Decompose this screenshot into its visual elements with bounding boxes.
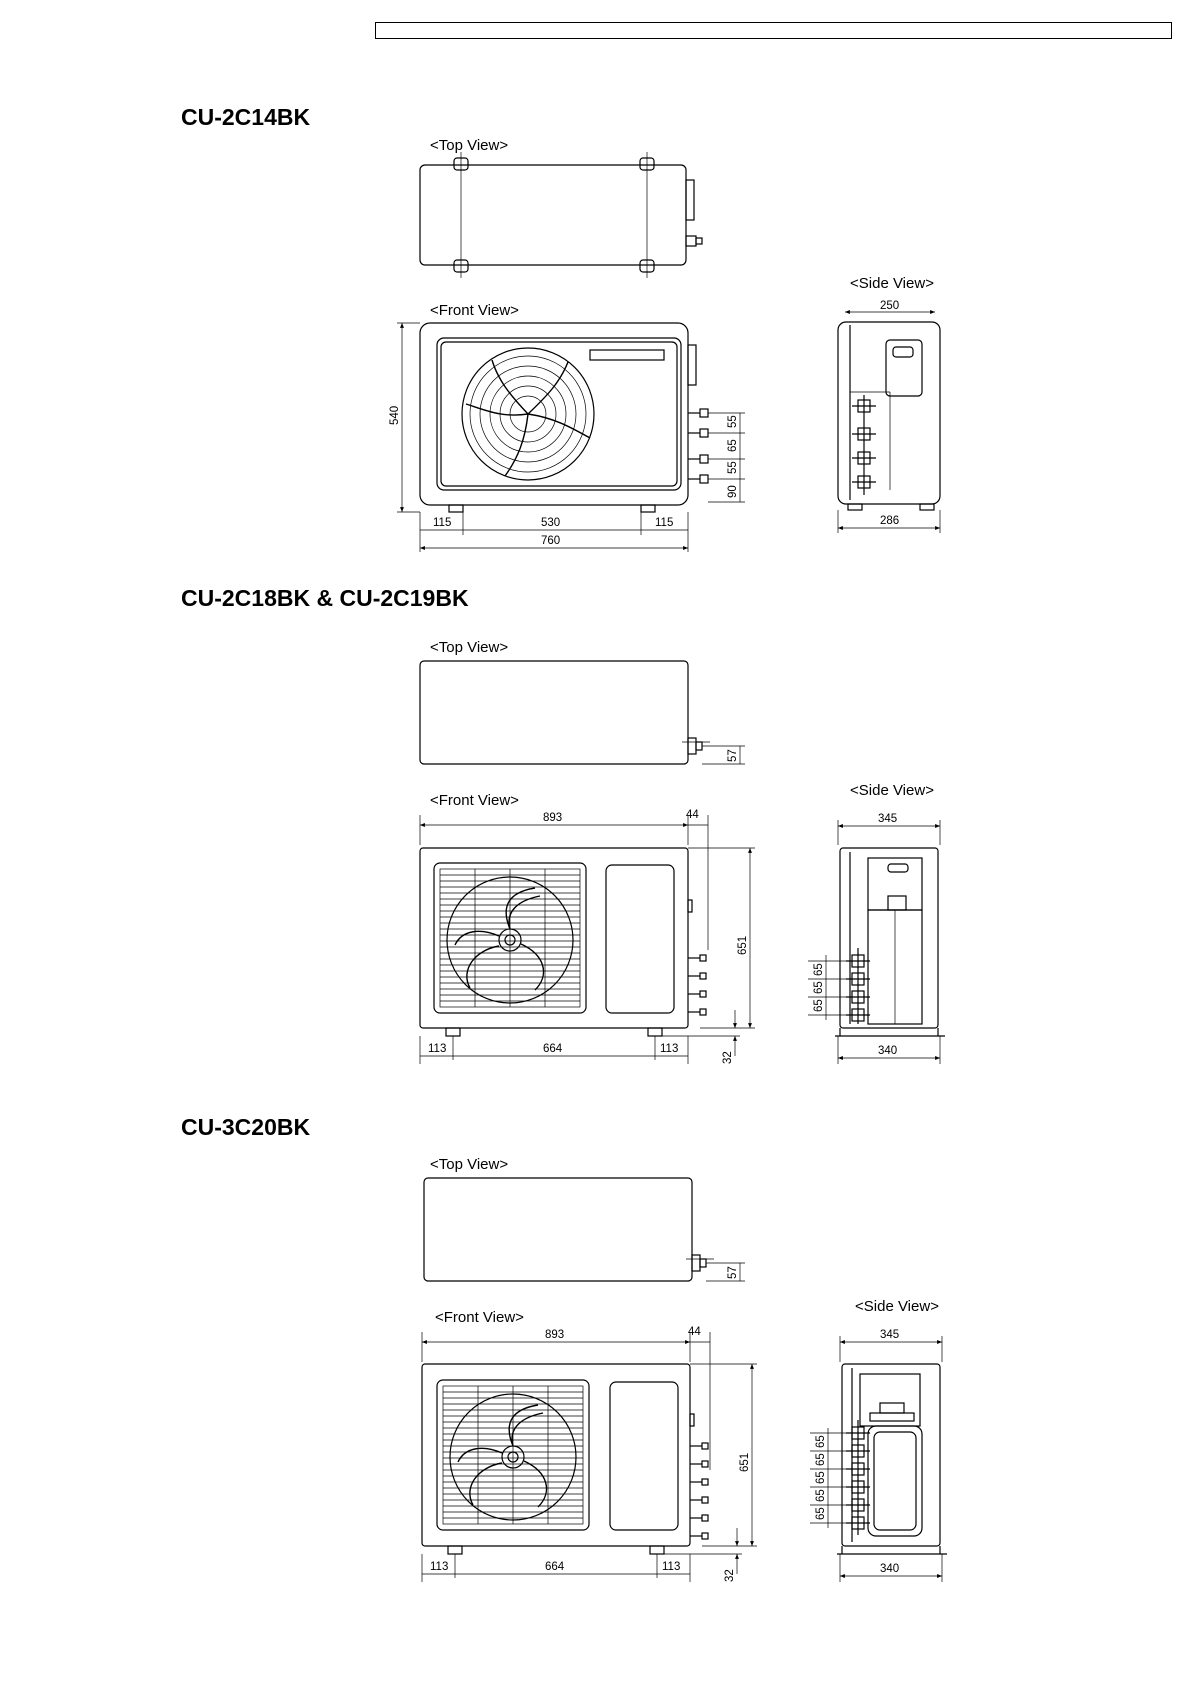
dim-side-pipe-2: 65 [815, 1453, 827, 1466]
dim-bottom-right: 113 [660, 1043, 678, 1055]
dim-side-pipe-3: 65 [815, 1471, 827, 1484]
side-view-label: <Side View> [850, 275, 934, 292]
dim-bottom-mid: 664 [543, 1043, 563, 1055]
dim-side-pipe-1: 65 [815, 1435, 827, 1448]
dim-pipe-3: 55 [727, 461, 739, 474]
dim-width: 893 [545, 1329, 564, 1341]
side-view-drawing: 250 286 [838, 300, 940, 533]
dim-pipe-4: 90 [727, 485, 739, 498]
fan-grille [443, 1386, 583, 1524]
side-view-label: <Side View> [855, 1298, 939, 1315]
dim-top-right: 57 [727, 749, 739, 762]
top-view-label: <Top View> [430, 1156, 508, 1173]
dim-foot: 32 [722, 1051, 734, 1064]
dim-width: 893 [543, 812, 562, 824]
dim-side-pipe-1: 65 [813, 963, 825, 976]
dim-pipe-1: 55 [727, 415, 739, 428]
dim-bottom-mid: 530 [541, 517, 560, 529]
section-cu-3c20bk: <Top View> 57 <Front View> 893 44 [422, 1156, 947, 1582]
dim-side-bottom: 340 [880, 1563, 899, 1575]
front-view-label: <Front View> [430, 792, 519, 809]
front-view-label: <Front View> [435, 1309, 524, 1326]
dim-height: 651 [739, 1453, 751, 1472]
top-view-label: <Top View> [430, 137, 508, 154]
front-view-drawing: 893 44 [420, 809, 755, 1064]
top-view-drawing [420, 152, 702, 278]
front-view-label: <Front View> [430, 302, 519, 319]
side-view-drawing: 345 65 65 65 [808, 813, 945, 1064]
top-view-drawing: 57 [420, 661, 745, 764]
side-view-drawing: 345 [810, 1329, 947, 1582]
dim-side-pipe-2: 65 [813, 981, 825, 994]
dim-bottom-left: 115 [433, 517, 451, 529]
dim-side-bottom: 286 [880, 515, 899, 527]
dim-side-top: 345 [878, 813, 897, 825]
dim-side-pipe-3: 65 [813, 999, 825, 1012]
dim-side-pipe-4: 65 [815, 1489, 827, 1502]
dim-side-pipe-5: 65 [815, 1507, 827, 1520]
side-view-label: <Side View> [850, 782, 934, 799]
dim-bottom-right: 113 [662, 1561, 680, 1573]
dim-side-top: 250 [880, 300, 899, 312]
dim-height: 651 [737, 936, 749, 955]
dim-side-top: 345 [880, 1329, 899, 1341]
dim-bottom-mid: 664 [545, 1561, 565, 1573]
dim-bottom-right: 115 [655, 517, 673, 529]
fan-grille [440, 869, 580, 1007]
front-view-drawing: 893 44 [422, 1326, 757, 1582]
front-view-drawing: 540 55 65 55 90 115 530 115 760 [389, 323, 745, 552]
dim-pipe-2: 65 [727, 439, 739, 452]
dim-bottom-left: 113 [428, 1043, 446, 1055]
top-view-drawing: 57 [424, 1178, 745, 1281]
section-cu-2c14bk: <Top View> <Front View> [389, 137, 940, 552]
section-cu-2c18bk-cu-2c19bk: <Top View> 57 <Front View> 893 44 [420, 639, 945, 1064]
dim-offset: 44 [686, 809, 699, 821]
top-view-label: <Top View> [430, 639, 508, 656]
dim-foot: 32 [724, 1569, 736, 1582]
dim-top-right: 57 [727, 1266, 739, 1279]
dim-side-bottom: 340 [878, 1045, 897, 1057]
dim-height: 540 [389, 406, 401, 425]
dim-bottom-left: 113 [430, 1561, 448, 1573]
dim-overall: 760 [541, 535, 560, 547]
dim-offset: 44 [688, 1326, 701, 1338]
